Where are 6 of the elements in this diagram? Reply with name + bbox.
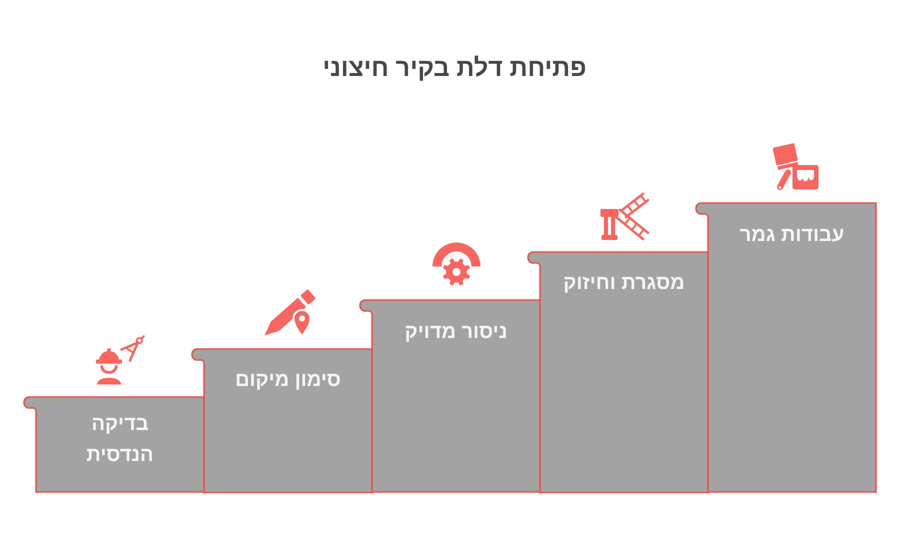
step-box: סימון מיקום (191, 348, 373, 493)
step-box: עבודות גמר (695, 202, 877, 493)
step-box: בדיקה הנדסית (23, 396, 205, 493)
title: פתיחת דלת בקיר חיצוני (322, 53, 586, 83)
step-box: ניסור מדויק (359, 299, 541, 493)
step-box: מסגרת וחיזוק (527, 250, 709, 493)
